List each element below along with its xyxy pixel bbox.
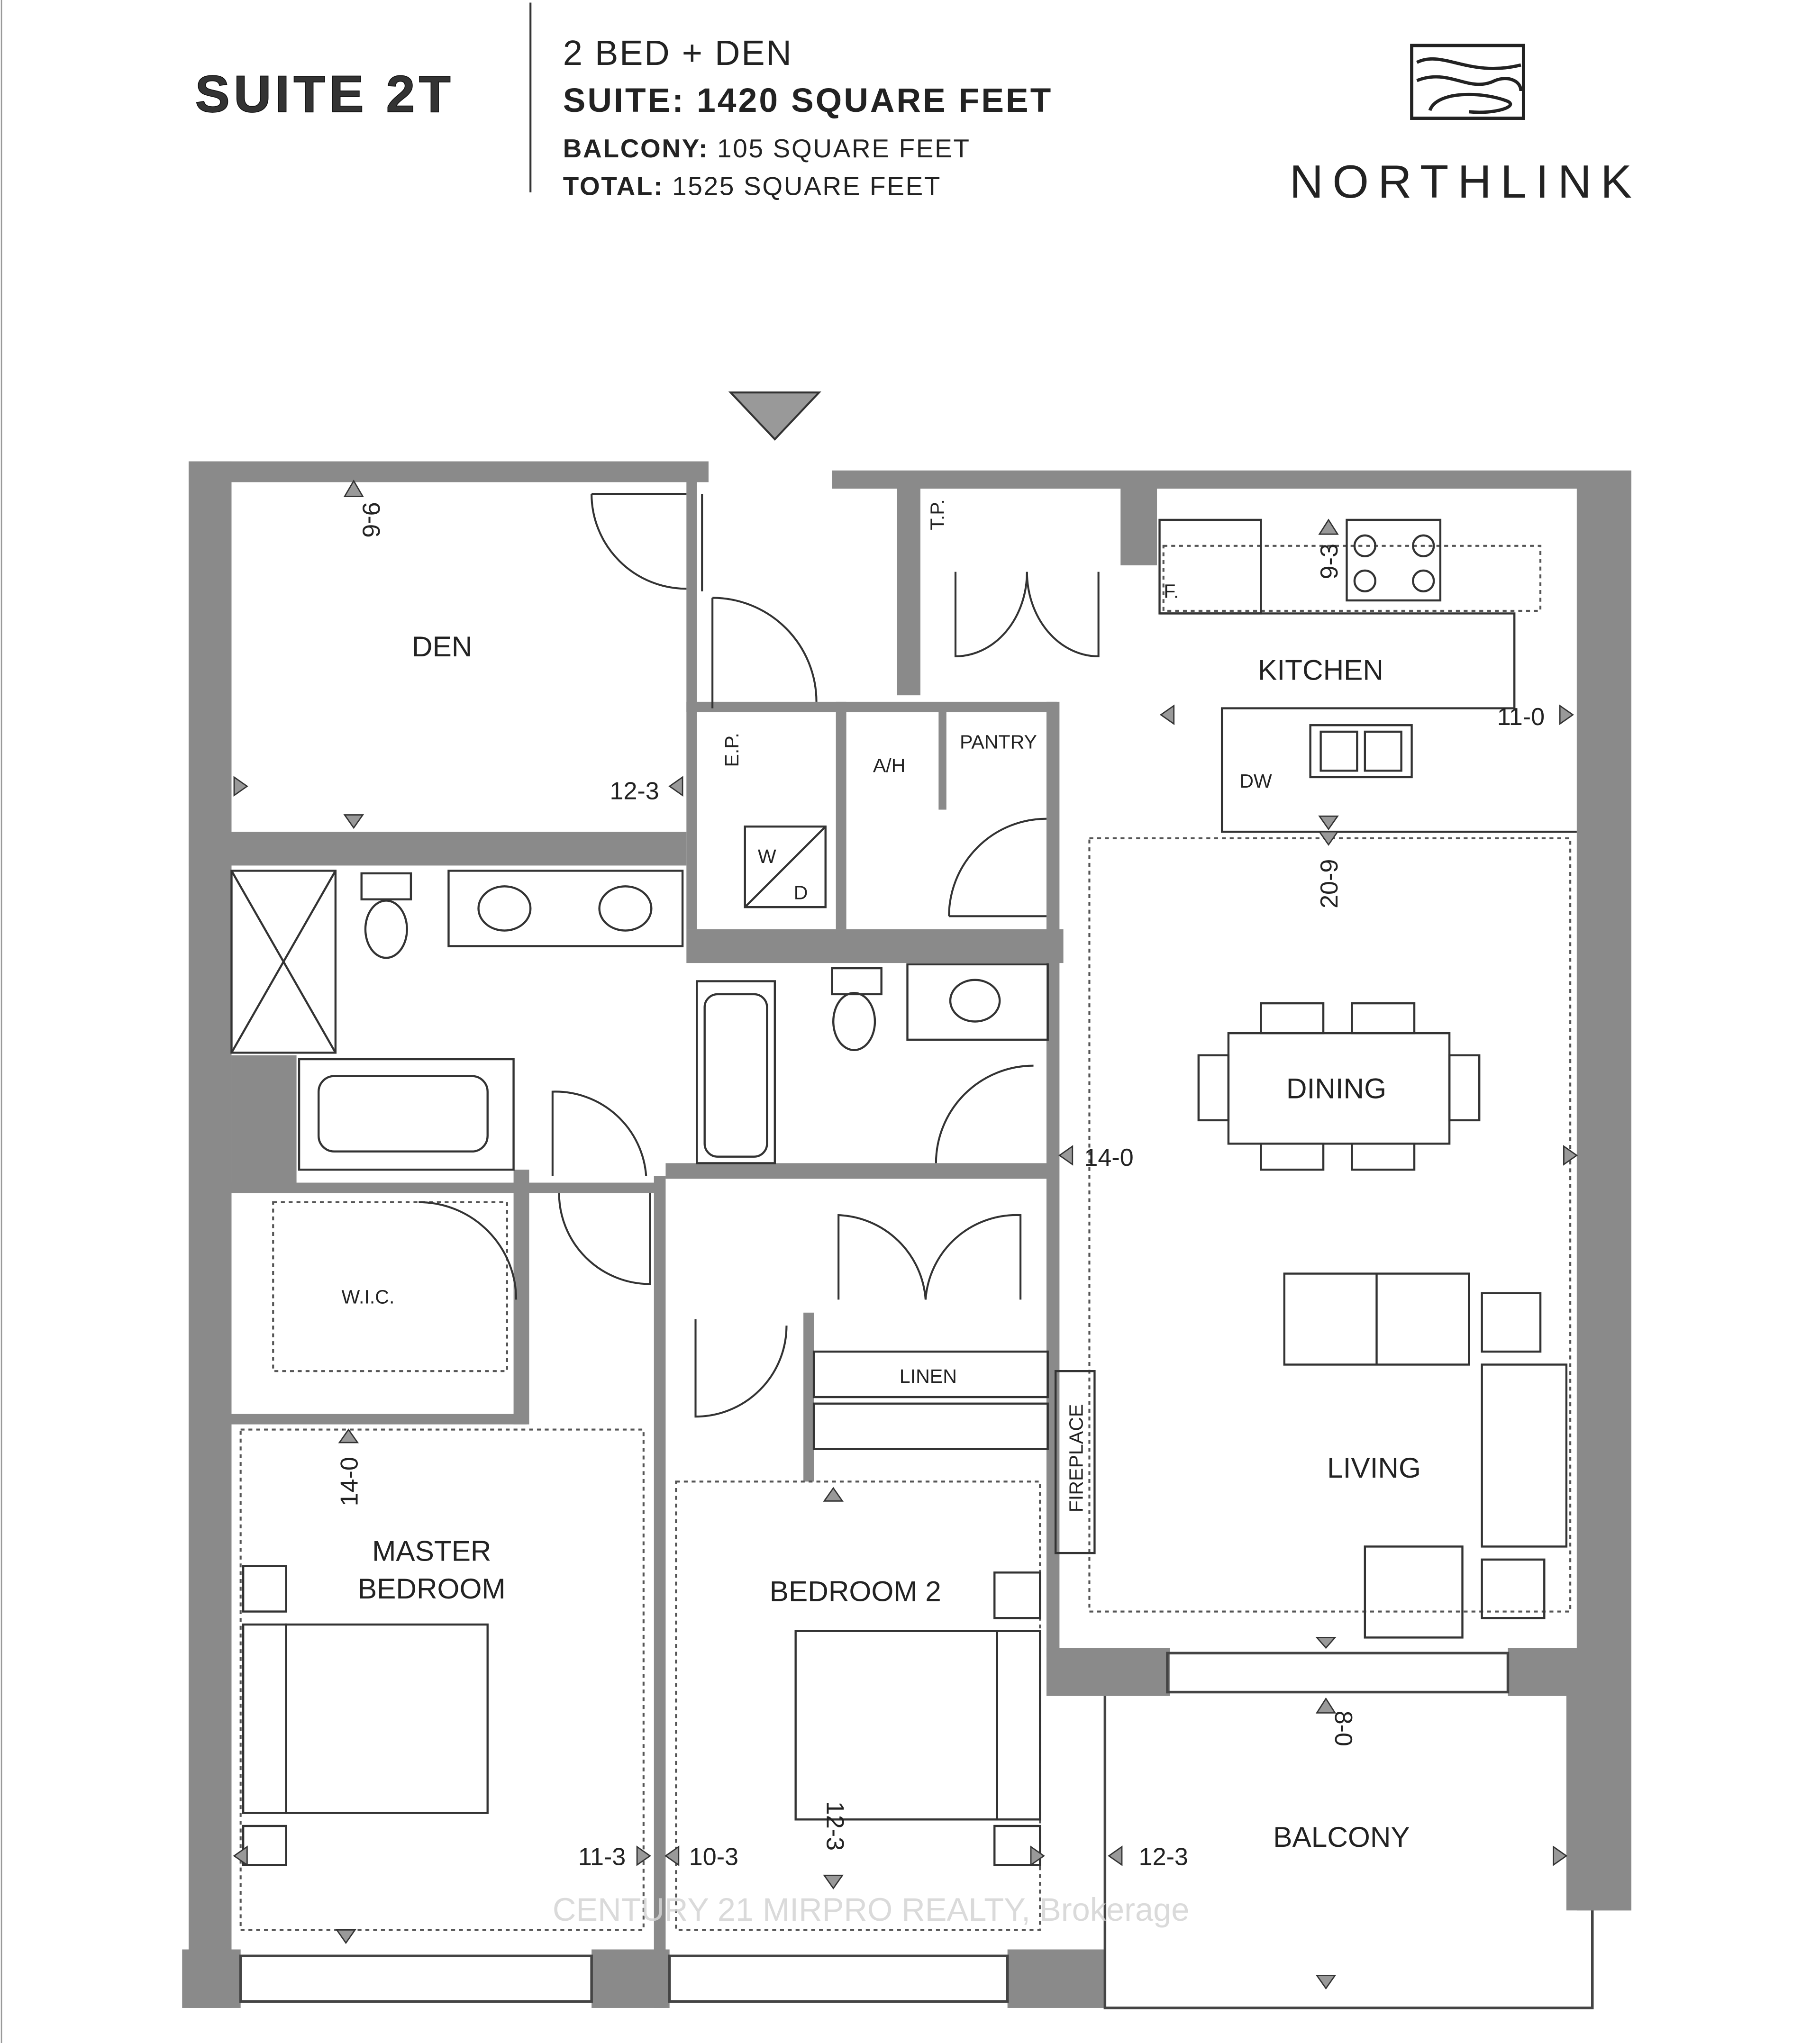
label-kitchen: KITCHEN bbox=[1258, 654, 1383, 686]
total-area: TOTAL: 1525 SQUARE FEET bbox=[563, 171, 941, 200]
sink bbox=[1309, 724, 1413, 779]
label-balcony: BALCONY bbox=[1273, 1821, 1410, 1853]
balcony-outline bbox=[1103, 1696, 1594, 2009]
shower bbox=[230, 870, 337, 1054]
unit-type: 2 BED + DEN bbox=[563, 33, 793, 73]
label-dining: DINING bbox=[1286, 1072, 1386, 1104]
entry-marker-icon bbox=[728, 391, 821, 441]
bed2-bed bbox=[794, 1630, 998, 1821]
suite-area: SUITE: 1420 SQUARE FEET bbox=[563, 82, 1053, 119]
linen-closet bbox=[812, 1350, 1049, 1398]
label-master-line2: BEDROOM bbox=[358, 1572, 506, 1605]
dim-bed2-depth: 12-3 bbox=[821, 1801, 848, 1851]
room-dashes bbox=[239, 545, 1572, 1931]
stove bbox=[1346, 518, 1442, 602]
total-area-label: TOTAL: bbox=[563, 171, 664, 200]
label-bedroom-2: BEDROOM 2 bbox=[770, 1575, 941, 1607]
label-fireplace: FIREPLACE bbox=[1065, 1404, 1087, 1513]
balcony-area-label: BALCONY: bbox=[563, 134, 709, 163]
balcony-area-value: 105 SQUARE FEET bbox=[717, 134, 971, 163]
dim-living-width: 14-0 bbox=[1084, 1144, 1133, 1171]
suite-area-label: SUITE: bbox=[563, 82, 685, 119]
washer-dryer bbox=[744, 825, 827, 908]
label-ep: E.P. bbox=[721, 733, 743, 767]
label-tp: T.P. bbox=[926, 499, 948, 530]
dim-den-depth: 9-6 bbox=[357, 502, 384, 537]
watermark: CENTURY 21 MIRPRO REALTY, Brokerage bbox=[553, 1891, 1190, 1928]
label-dryer: D bbox=[794, 882, 808, 904]
label-dw: DW bbox=[1239, 770, 1272, 792]
wave-square-logo-icon bbox=[1410, 44, 1525, 120]
dimension-labels: 9-6 12-3 9-3 11-0 20-9 14-0 14-0 11-3 10… bbox=[336, 502, 1545, 1870]
header: SUITE 2T 2 BED + DEN SUITE: 1420 SQUARE … bbox=[195, 2, 1641, 208]
dim-living-depth: 20-9 bbox=[1316, 859, 1343, 908]
dim-master-depth: 14-0 bbox=[336, 1457, 363, 1506]
label-washer: W bbox=[758, 845, 776, 867]
balcony-area: BALCONY: 105 SQUARE FEET bbox=[563, 134, 971, 163]
dimension-arrow-icons bbox=[233, 479, 1578, 1990]
master-bed bbox=[285, 1623, 489, 1814]
label-den: DEN bbox=[412, 630, 472, 663]
label-ah: A/H bbox=[873, 754, 906, 776]
room-labels: DEN KITCHEN DINING LIVING W.I.C. LINEN M… bbox=[341, 499, 1420, 1853]
master-tub bbox=[298, 1058, 515, 1171]
northlink-logo-text: NORTHLINK bbox=[1290, 155, 1641, 208]
label-linen: LINEN bbox=[900, 1365, 957, 1387]
dim-kitchen-width: 11-0 bbox=[1497, 703, 1545, 731]
toilet-bowl bbox=[364, 899, 408, 959]
label-wic: W.I.C. bbox=[341, 1286, 394, 1308]
suite-name: SUITE 2T bbox=[195, 65, 455, 123]
bath2-tub bbox=[696, 980, 776, 1164]
label-fridge: F. bbox=[1164, 580, 1179, 602]
label-living: LIVING bbox=[1327, 1452, 1421, 1484]
windows bbox=[239, 1652, 1510, 2003]
walls bbox=[182, 461, 1632, 2008]
label-master-line1: MASTER bbox=[372, 1535, 491, 1567]
dim-master-width: 11-3 bbox=[578, 1843, 626, 1870]
dim-den-width: 12-3 bbox=[610, 778, 659, 805]
dim-balcony-width: 12-3 bbox=[1139, 1843, 1188, 1870]
total-area-value: 1525 SQUARE FEET bbox=[672, 171, 941, 200]
suite-area-value: 1420 SQUARE FEET bbox=[697, 82, 1053, 119]
dim-kitchen-depth: 9-3 bbox=[1316, 544, 1343, 579]
doors bbox=[419, 493, 1100, 1418]
dim-balcony-depth: 8-0 bbox=[1329, 1711, 1357, 1746]
vanity bbox=[447, 870, 684, 947]
label-pantry: PANTRY bbox=[960, 731, 1037, 753]
toilet-tank bbox=[360, 872, 412, 900]
fireplace bbox=[1054, 1370, 1096, 1554]
fixtures bbox=[230, 518, 1577, 1866]
dim-bed2-width: 10-3 bbox=[689, 1843, 738, 1870]
